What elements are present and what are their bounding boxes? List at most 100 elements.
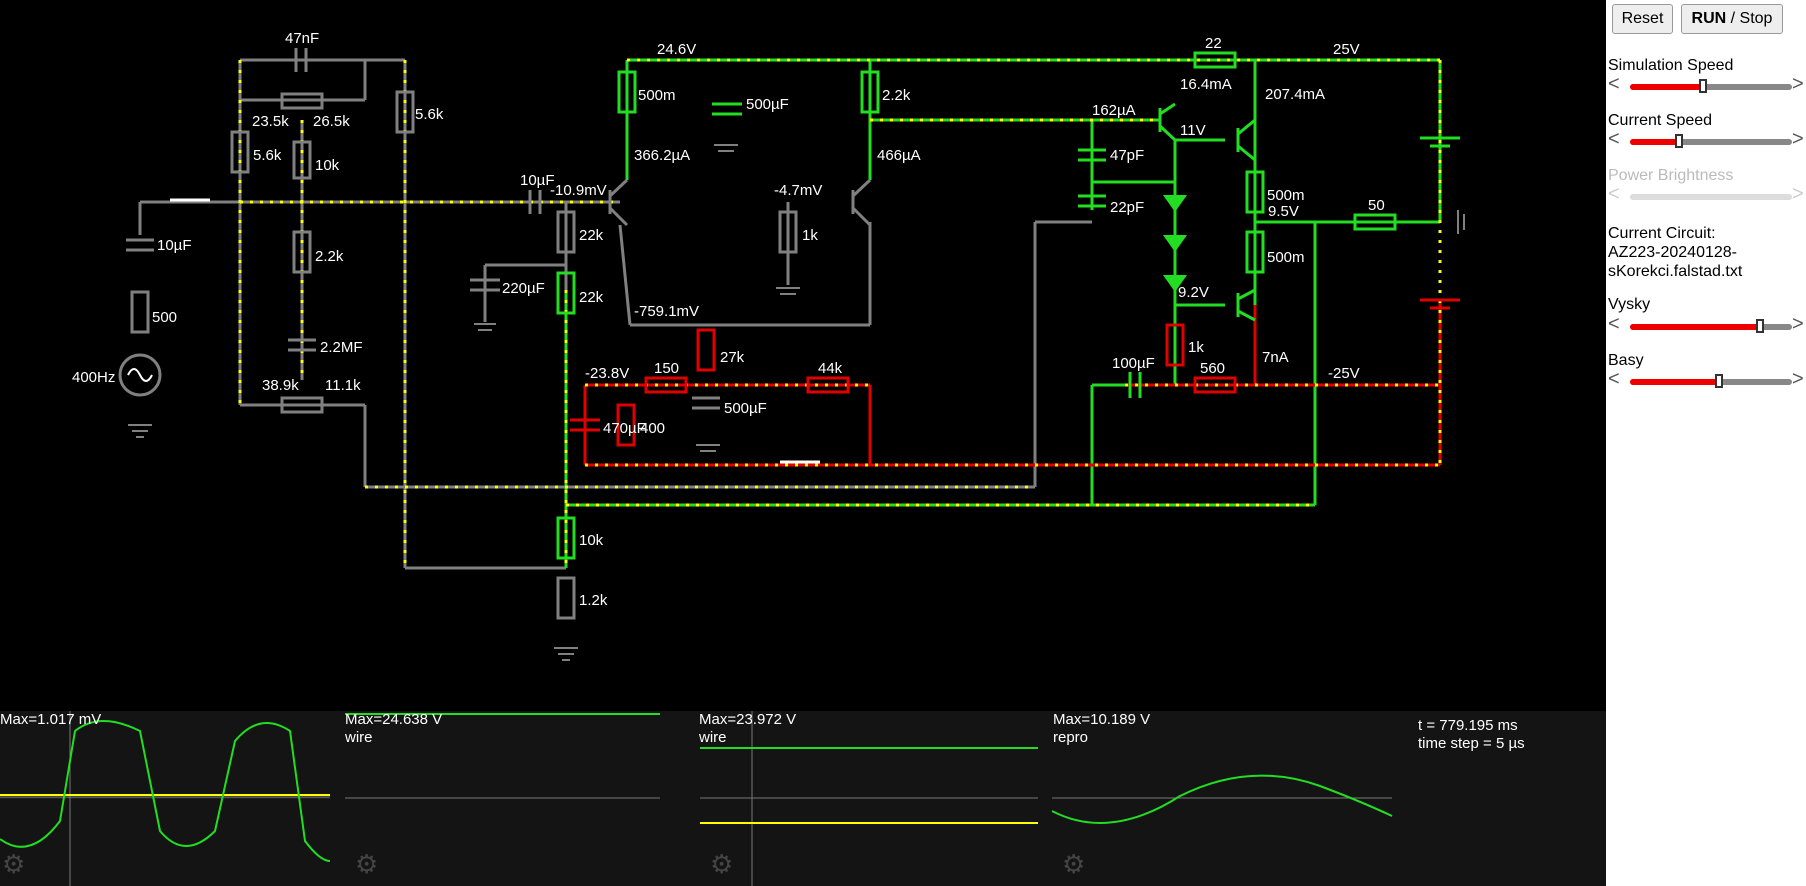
resistor-5.6k-left[interactable] [230,130,250,174]
transistor-q2[interactable] [851,178,872,227]
label-38.9k: 38.9k [262,377,299,394]
resistor-500-input[interactable] [130,290,150,334]
label-366.2uA: 366.2µA [634,147,690,164]
slider-thumb[interactable] [1755,319,1764,333]
resistor-10k-bottom[interactable] [556,516,576,560]
capacitor-10uF-input[interactable] [126,238,154,252]
simulation-speed-slider[interactable]: < > [1606,74,1804,94]
resistor-27k[interactable] [696,328,716,372]
capacitor-100uF[interactable] [1128,372,1142,398]
capacitor-470uF[interactable] [570,418,600,432]
scope-2-name: wire [345,729,373,746]
diodes [1163,195,1187,292]
label-10k-bottom: 10k [579,532,604,549]
pot-23.5k[interactable] [280,92,324,110]
transistor-q4[interactable] [1236,118,1256,162]
resistor-500m-upper[interactable] [1245,170,1265,214]
circuit-canvas[interactable]: 47nF 5.6k 5.6k 23.5k 26.5k 10k 10µF 500 … [0,0,1606,711]
resistor-500m[interactable] [617,70,637,114]
label-150: 150 [654,360,679,377]
resistor-22k-bottom[interactable] [556,271,576,315]
label-22: 22 [1205,35,1222,52]
gear-icon[interactable]: ⚙ [355,849,379,879]
current-speed-slider[interactable]: < > [1606,129,1804,149]
current-circuit-info: Current Circuit: AZ223-20240128- sKorekc… [1608,224,1742,281]
chevron-right-icon[interactable]: > [1792,313,1804,335]
gear-icon[interactable]: ⚙ [2,849,26,879]
capacitor-500uF-top[interactable] [712,102,742,116]
scope-3-max: Max=23.972 V [699,711,797,728]
resistor-10k[interactable] [292,140,312,180]
transistor-q5[interactable] [1236,288,1256,322]
battery-minus-25V[interactable] [1420,298,1460,310]
time-step-readout: time step = 5 µs [1418,735,1525,752]
slider-fill [1630,84,1703,90]
capacitor-500uF-bottom[interactable] [692,396,720,410]
reset-button[interactable]: Reset [1612,4,1673,34]
resistor-50[interactable] [1353,213,1397,231]
label-2.2k-right: 2.2k [882,87,911,104]
ac-source-icon[interactable] [118,353,162,397]
run-label: RUN [1691,10,1727,27]
chevron-left-icon[interactable]: < [1608,313,1620,335]
label-4.7mV: -4.7mV [774,182,822,199]
label-47nF: 47nF [285,30,319,47]
pot-38.9k[interactable] [280,396,324,414]
label-26.5k: 26.5k [313,113,350,130]
circuit-name-line2: sKorekci.falstad.txt [1608,263,1743,280]
scope-3-name: wire [699,729,727,746]
capacitor-47nF[interactable] [294,48,308,72]
resistor-1k-right[interactable] [1165,323,1185,367]
scope-1-max: Max=1.017 mV [0,711,102,728]
resistor-44k[interactable] [806,376,850,394]
chevron-right-icon[interactable]: > [1792,128,1804,150]
slider-thumb[interactable] [1698,79,1707,93]
label-1k-right: 1k [1188,339,1204,356]
run-stop-button[interactable]: RUN / Stop [1681,4,1783,34]
slider-thumb[interactable] [1715,374,1724,388]
resistor-2.2k-right[interactable] [860,70,880,114]
capacitor-220uF[interactable] [470,278,500,292]
transistor-q1[interactable] [608,178,629,227]
resistor-22[interactable] [1193,51,1237,69]
stop-label: / Stop [1726,10,1773,27]
capacitor-2.2MF[interactable] [288,338,316,352]
resistor-1k[interactable] [778,210,798,254]
current-dots [238,58,1442,568]
chevron-right-icon[interactable]: > [1792,368,1804,390]
label-2.2MF: 2.2MF [320,339,363,356]
label-470uF: 470µF [603,420,646,437]
capacitor-10uF[interactable] [528,190,542,214]
capacitor-47pF[interactable] [1078,148,1106,162]
label-27k: 27k [720,349,745,366]
label-162uA: 162µA [1092,102,1136,119]
resistor-22k-top[interactable] [556,210,576,254]
basy-slider[interactable]: < > [1606,369,1804,389]
vysky-slider[interactable]: < > [1606,314,1804,334]
circuit-schematic[interactable]: 47nF 5.6k 5.6k 23.5k 26.5k 10k 10µF 500 … [0,0,1606,711]
chevron-left-icon[interactable]: < [1608,128,1620,150]
gear-icon[interactable]: ⚙ [1062,849,1086,879]
label-500uF-top: 500µF [746,96,789,113]
gear-icon[interactable]: ⚙ [710,849,734,879]
chevron-left-icon[interactable]: < [1608,368,1620,390]
resistor-500m-lower[interactable] [1245,230,1265,274]
chevron-left-icon[interactable]: < [1608,73,1620,95]
battery-25V[interactable] [1420,136,1460,148]
chevron-right-icon[interactable]: > [1792,73,1804,95]
slider-thumb[interactable] [1674,134,1683,148]
scope-graphs [0,711,1393,886]
slider-fill [1630,194,1792,200]
transistor-q3[interactable] [1158,102,1177,142]
resistor-5.6k-right[interactable] [395,90,415,134]
label-25V: 25V [1333,41,1360,58]
resistor-560[interactable] [1193,376,1237,394]
label-10uF-input: 10µF [157,237,192,254]
resistor-1.2k[interactable] [556,576,576,620]
scope-panel: Max=1.017 mV Max=24.638 V wire Max=23.97… [0,711,1606,886]
scope-2-max: Max=24.638 V [345,711,443,728]
capacitor-22pF[interactable] [1078,194,1106,208]
resistor-400[interactable] [616,403,636,447]
resistor-2.2k[interactable] [292,230,312,274]
resistor-150[interactable] [644,376,688,394]
